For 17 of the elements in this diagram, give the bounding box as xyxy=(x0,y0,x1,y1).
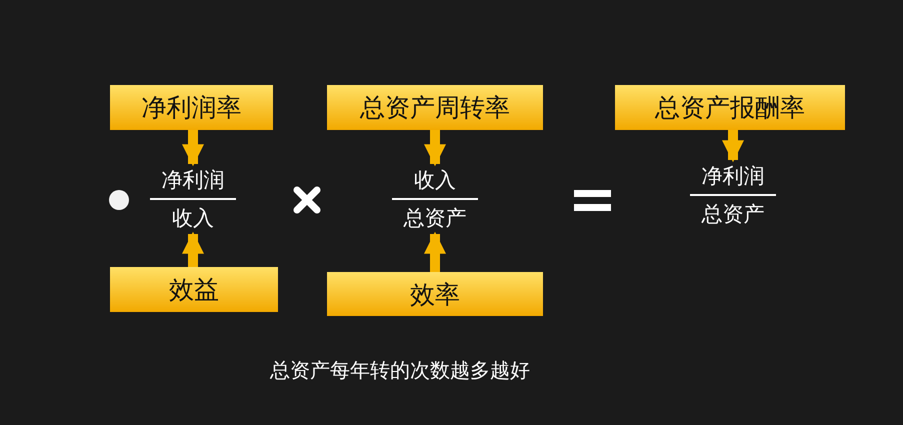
label-box: 总资产报酬率 xyxy=(615,85,845,130)
arrow xyxy=(424,130,446,166)
denominator: 总资产 xyxy=(702,201,764,228)
label-box: 总资产周转率 xyxy=(327,85,543,130)
numerator: 净利润 xyxy=(690,162,776,196)
arrow xyxy=(182,130,204,166)
denominator: 总资产 xyxy=(404,205,466,232)
denominator: 收入 xyxy=(172,205,214,232)
label-box: 净利润率 xyxy=(110,85,273,130)
note-text: 总资产每年转的次数越多越好 xyxy=(270,357,530,384)
arrow xyxy=(424,232,446,272)
numerator: 收入 xyxy=(392,166,478,200)
arrow xyxy=(722,130,744,162)
label-box: 效率 xyxy=(327,272,543,316)
numerator: 净利润 xyxy=(150,166,236,200)
label-box: 效益 xyxy=(110,267,278,312)
arrow xyxy=(182,232,204,267)
